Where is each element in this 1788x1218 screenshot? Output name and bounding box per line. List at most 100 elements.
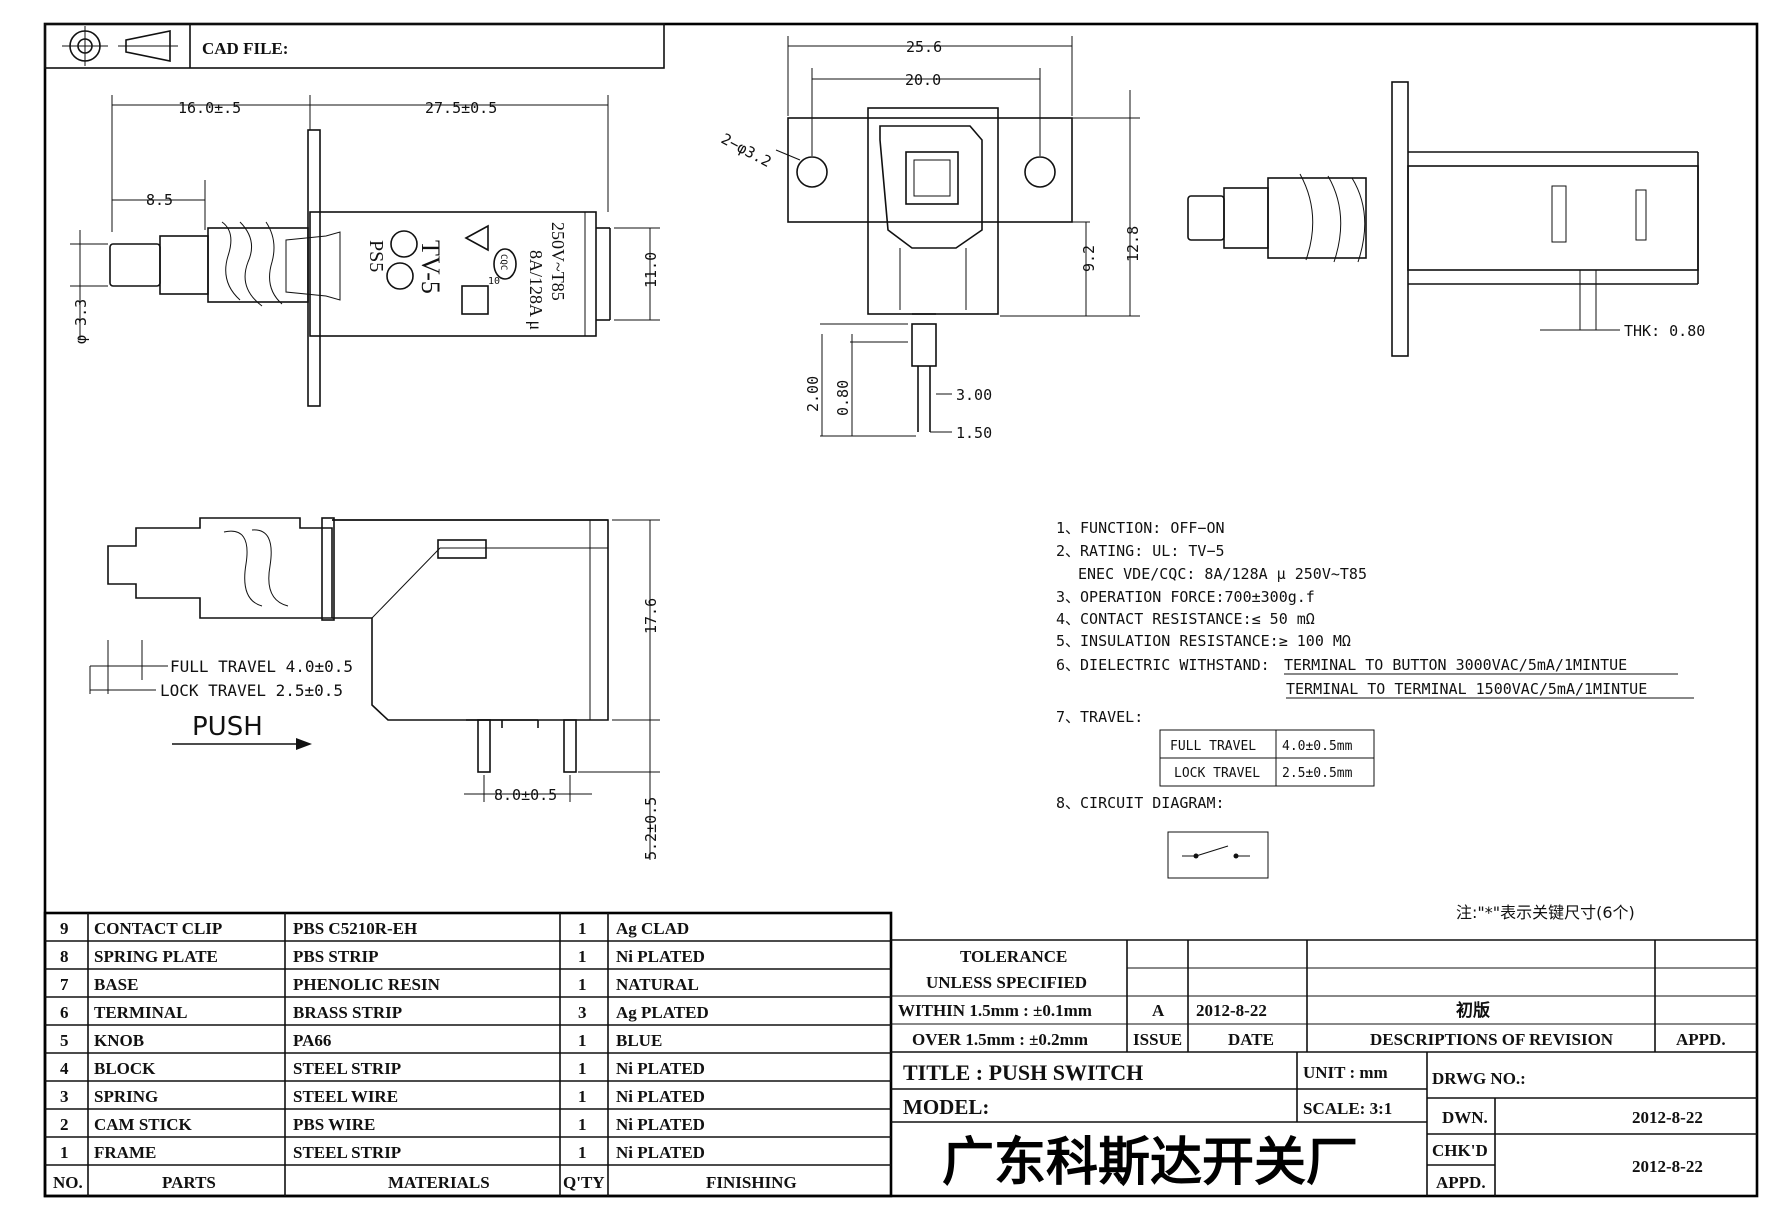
mark-ps5: PS5 [365,240,387,272]
parts-row-2-material: PBS STRIP [293,947,379,966]
dim-11-0: 11.0 [642,252,660,288]
parts-row-2-finish: Ni PLATED [616,947,705,966]
revision-label: DESCRIPTIONS OF REVISION [1370,1030,1614,1049]
mark-voltage: 250V~T85 [548,222,568,301]
parts-header-no: NO. [53,1173,83,1192]
dim-thk: THK: 0.80 [1624,322,1705,340]
chkd-label: CHK'D [1432,1141,1488,1160]
dwn-date: 2012-8-22 [1632,1108,1703,1127]
parts-header-finishing: FINISHING [706,1173,797,1192]
travel-table: FULL TRAVEL 4.0±0.5mm LOCK TRAVEL 2.5±0.… [1159,729,1375,787]
parts-header-parts: PARTS [162,1173,216,1192]
drawing-number-label: DRWG NO.: [1432,1069,1526,1088]
dim-0-80: 0.80 [834,380,852,416]
spec-travel: 7、TRAVEL: [1056,708,1143,726]
parts-row-3-part: BASE [94,975,138,994]
travel-full-value: 4.0±0.5mm [1282,739,1353,754]
lock-travel-label: LOCK TRAVEL 2.5±0.5 [160,681,343,700]
parts-row-7-material: STEEL WIRE [293,1087,398,1106]
specifications: 1、FUNCTION: OFF−ON 2、RATING: UL: TV−5 EN… [1056,519,1694,922]
parts-row-1-no: 9 [60,919,69,938]
appd-label: APPD. [1676,1030,1726,1049]
drawing-title: TITLE : PUSH SWITCH [903,1060,1143,1085]
spec-circuit: 8、CIRCUIT DIAGRAM: [1056,794,1225,812]
appd-bottom-label: APPD. [1436,1173,1486,1192]
spec-insulation: 5、INSULATION RESISTANCE:≥ 100 MΩ [1056,632,1351,650]
top-view: 17.6 FULL TRAVEL 4.0±0.5 LOCK TRAVEL 2.5… [89,517,660,860]
parts-row-3-no: 7 [60,975,69,994]
tolerance-over: OVER 1.5mm : ±0.2mm [912,1030,1088,1049]
parts-row-4-part: TERMINAL [94,1003,188,1022]
parts-header-qty: Q'TY [563,1173,605,1192]
parts-row-1-qty: 1 [578,919,587,938]
parts-row-6-no: 4 [60,1059,69,1078]
tolerance-within: WITHIN 1.5mm : ±0.1mm [898,1001,1092,1020]
parts-row-7-no: 3 [60,1087,69,1106]
travel-lock-label: LOCK TRAVEL [1174,766,1260,781]
key-dimension-note: 注:"*"表示关键尺寸(6个) [1456,903,1635,922]
parts-row-8-finish: Ni PLATED [616,1115,705,1134]
spec-function: 1、FUNCTION: OFF−ON [1056,519,1225,537]
parts-table: 9 CONTACT CLIP PBS C5210R-EH 1 Ag CLAD 8… [43,911,893,1198]
parts-row-4-no: 6 [60,1003,69,1022]
unless-specified-label: UNLESS SPECIFIED [926,973,1087,992]
spec-dielectric: 6、DIELECTRIC WITHSTAND: [1056,656,1270,674]
dim-9-2: 9.2 [1080,245,1098,272]
parts-row-5-no: 5 [60,1031,69,1050]
parts-row-4-finish: Ag PLATED [616,1003,709,1022]
parts-row-2-no: 8 [60,947,69,966]
parts-row-5-qty: 1 [578,1031,587,1050]
header-block: CAD FILE: [44,23,665,69]
parts-row-6-finish: Ni PLATED [616,1059,705,1078]
parts-row-6-qty: 1 [578,1059,587,1078]
parts-row-7-finish: Ni PLATED [616,1087,705,1106]
dim-phi3-3: φ 3.3 [72,299,90,344]
revision-value: 初版 [1456,1000,1490,1021]
chk-date: 2012-8-22 [1632,1157,1703,1176]
title-block: TOLERANCE UNLESS SPECIFIED WITHIN 1.5mm … [891,939,1757,1196]
parts-row-7-part: SPRING [94,1087,158,1106]
spec-rating-enec: ENEC VDE/CQC: 8A/128A μ 250V~T85 [1078,565,1367,583]
dim-2-00: 2.00 [804,376,822,412]
push-arrow-icon [172,738,312,750]
parts-row-3-finish: NATURAL [616,975,699,994]
parts-row-4-qty: 3 [578,1003,587,1022]
dim-8-5: 8.5 [146,191,173,209]
parts-row-5-part: KNOB [94,1031,144,1050]
spec-dielectric-a: TERMINAL TO BUTTON 3000VAC/5mA/1MINTUE [1284,656,1627,674]
dim-27-5: 27.5±0.5 [425,99,497,117]
parts-row-9-part: FRAME [94,1143,156,1162]
dim-1-50: 1.50 [956,424,992,442]
parts-row-8-qty: 1 [578,1115,587,1134]
full-travel-label: FULL TRAVEL 4.0±0.5 [170,657,353,676]
parts-row-1-part: CONTACT CLIP [94,919,222,938]
parts-row-2-part: SPRING PLATE [94,947,218,966]
parts-row-9-qty: 1 [578,1143,587,1162]
dim-holes: 2−φ3.2 [718,130,774,171]
dwn-label: DWN. [1442,1108,1488,1127]
company-name: 广东科斯达开关厂 [942,1133,1358,1193]
scale-label: SCALE: 3:1 [1303,1099,1392,1118]
parts-row-8-part: CAM STICK [94,1115,193,1134]
enec-logo-icon: 10 [461,276,500,315]
end-view: 25.6 20.0 2−φ3.2 9.2 12.8 2.00 0.80 3.00… [718,36,1142,442]
tolerance-label: TOLERANCE [960,947,1067,966]
parts-row-5-finish: BLUE [616,1031,662,1050]
dim-5-2: 5.2±0.5 [642,797,660,860]
parts-row-9-no: 1 [60,1143,69,1162]
spec-dielectric-b: TERMINAL TO TERMINAL 1500VAC/5mA/1MINTUE [1286,680,1647,698]
date-value: 2012-8-22 [1196,1001,1267,1020]
parts-row-8-no: 2 [60,1115,69,1134]
parts-row-5-material: PA66 [293,1031,331,1050]
sheet-border [43,22,1759,1198]
side-view: THK: 0.80 [1187,81,1705,357]
parts-row-6-part: BLOCK [94,1059,156,1078]
unit-label: UNIT : mm [1303,1063,1388,1082]
parts-row-4-material: BRASS STRIP [293,1003,402,1022]
spec-force: 3、OPERATION FORCE:700±300g.f [1056,588,1315,606]
dim-3-00: 3.00 [956,386,992,404]
push-label: PUSH [192,712,263,742]
parts-row-3-qty: 1 [578,975,587,994]
spec-contact-resistance: 4、CONTACT RESISTANCE:≤ 50 mΩ [1056,610,1315,628]
